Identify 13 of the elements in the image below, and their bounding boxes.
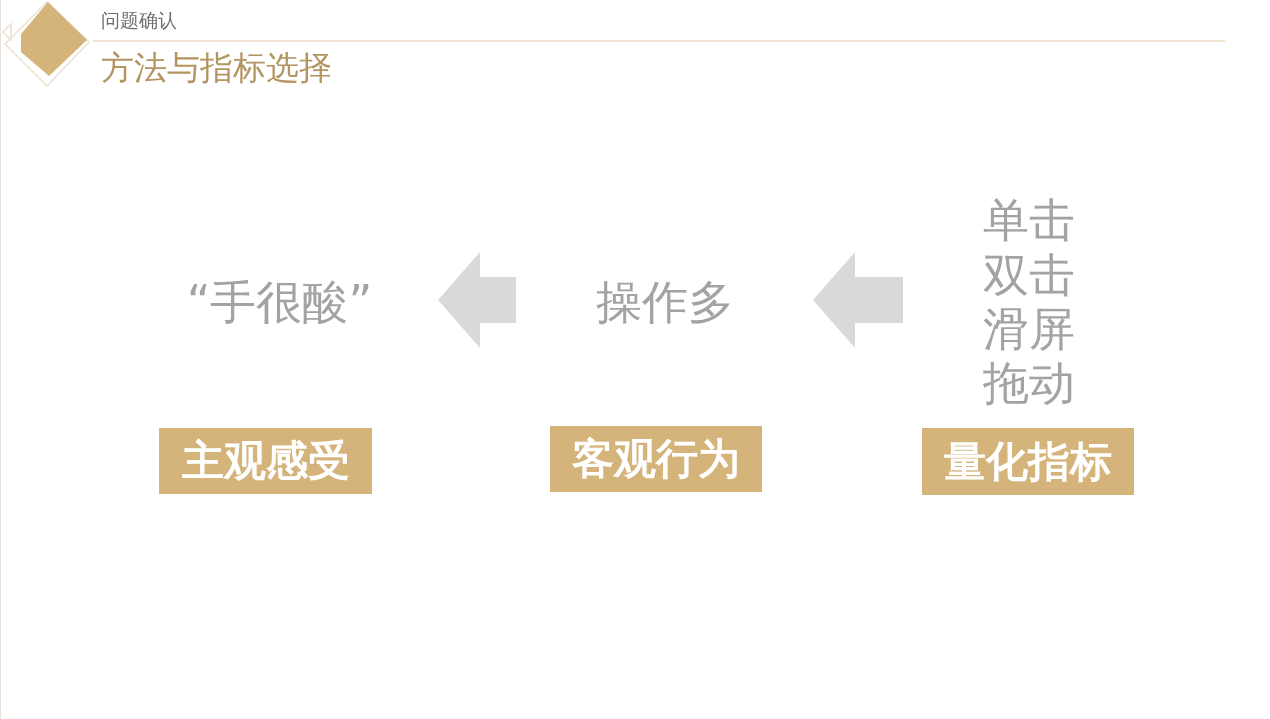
node-text: 双击 [983, 247, 1075, 302]
section-label: 问题确认 [101, 8, 177, 33]
block-arrow [813, 252, 903, 348]
node-text: 拖动 [983, 356, 1075, 411]
node-text: “手很酸” [186, 274, 373, 330]
category-tag: 客观行为 [550, 426, 762, 492]
node-text: 滑屏 [983, 302, 1075, 357]
node-text: 单击 [983, 193, 1075, 248]
category-tag: 主观感受 [159, 428, 372, 494]
node-text: 操作多 [595, 274, 734, 330]
block-arrow [438, 252, 516, 348]
category-tag: 量化指标 [922, 428, 1134, 495]
page-title: 方法与指标选择 [101, 47, 332, 89]
